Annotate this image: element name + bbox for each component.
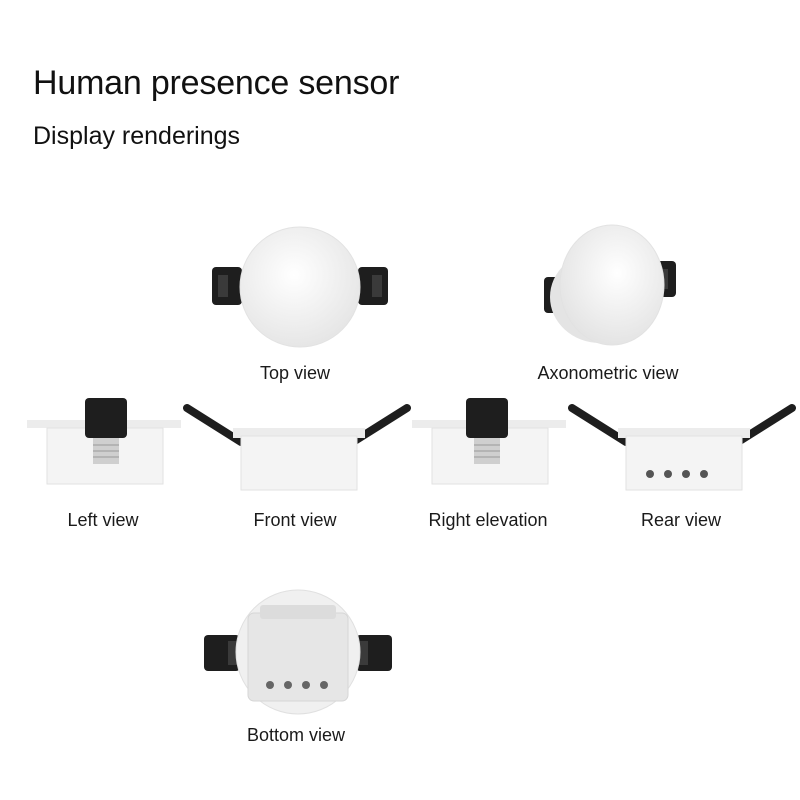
axonometric-view-image [544, 224, 676, 346]
rear-view-image [568, 404, 796, 491]
caption-bottom-view: Bottom view [246, 725, 346, 745]
caption-right-elevation: Right elevation [428, 510, 548, 530]
clip-right-icon [356, 635, 392, 671]
clip-right-icon [358, 267, 388, 305]
bottom-view-image [204, 589, 392, 715]
terminal-holes-icon [646, 470, 708, 478]
page-title: Human presence sensor [33, 64, 400, 102]
clip-left-icon [212, 267, 242, 305]
clip-icon [85, 398, 127, 464]
terminal-holes-icon [266, 681, 328, 689]
front-view-image [183, 404, 411, 491]
caption-axonometric-view: Axonometric view [537, 363, 679, 383]
top-view-image [212, 226, 388, 348]
caption-left-view: Left view [67, 510, 139, 530]
clip-left-icon [568, 404, 630, 446]
caption-front-view: Front view [253, 510, 337, 530]
left-view-image [27, 398, 181, 485]
clip-left-icon [183, 404, 245, 446]
clip-icon [466, 398, 508, 464]
caption-rear-view: Rear view [640, 510, 722, 530]
page-subtitle: Display renderings [33, 122, 241, 150]
right-elevation-image [412, 398, 566, 485]
clip-left-icon [204, 635, 240, 671]
caption-top-view: Top view [259, 363, 331, 383]
